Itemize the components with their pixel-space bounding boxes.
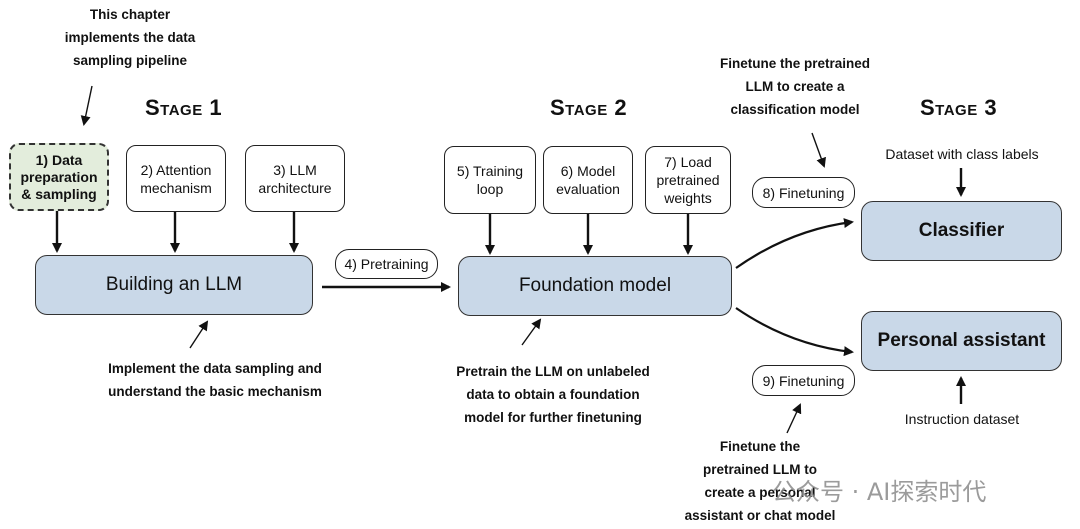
arrow-classification-note (811, 132, 826, 168)
watermark: 公众号 · AI探索时代 (772, 478, 987, 506)
foundation-model-box[interactable]: Foundation model (458, 256, 732, 316)
finetuning-8-label[interactable]: 8) Finetuning (752, 177, 855, 208)
building-llm-box[interactable]: Building an LLM (35, 255, 313, 315)
personal-assistant-box[interactable]: Personal assistant (861, 311, 1062, 371)
pretraining-label[interactable]: 4) Pretraining (335, 249, 438, 279)
stage-3-heading: Stage 3 (920, 95, 998, 120)
arrow-sampling-note (189, 320, 209, 349)
stage-2-heading: Stage 2 (550, 95, 628, 120)
arrow-pretrain-note (521, 318, 542, 346)
arrow-assistant-note (786, 403, 802, 434)
class-dataset-label: Dataset with class labels (885, 146, 1039, 162)
arrow-chapter-note (80, 85, 93, 126)
arrow-foundation-to-classifier (735, 218, 854, 269)
stage-1-heading: Stage 1 (145, 95, 223, 120)
arrow-foundation-to-assistant (735, 307, 854, 357)
instruction-dataset-label: Instruction dataset (904, 411, 1020, 427)
classifier-box[interactable]: Classifier (861, 201, 1062, 261)
finetuning-9-label[interactable]: 9) Finetuning (752, 365, 855, 396)
